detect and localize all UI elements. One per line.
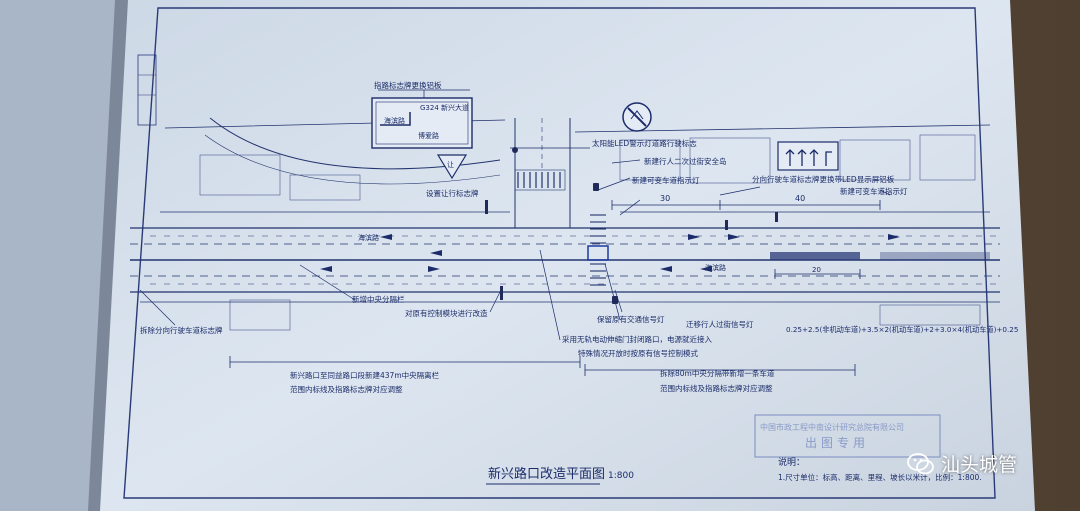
sign-line-3: 博爱路 xyxy=(418,131,439,140)
note-marking-adjust-2: 范围内标线及指路标志牌对应调整 xyxy=(660,383,773,393)
road-name-bottom: 海滨路 xyxy=(705,263,726,272)
drawing-scale: 1:800 xyxy=(608,471,634,481)
road-name-top: 海滨路 xyxy=(358,233,379,242)
note-lane-sign-led: 分向行驶车道标志牌更换带LED显示屏铝板 xyxy=(752,174,895,184)
note-keep-signal: 保留原有交通信号灯 xyxy=(597,314,665,324)
dimension-lines xyxy=(229,200,881,376)
note-solar-led: 太阳能LED警示灯道路行驶标志 xyxy=(592,138,697,148)
note-variable-lane-light-1: 新建可变车道指示灯 xyxy=(632,175,700,185)
note-ped-island: 新建行人二次过街安全岛 xyxy=(644,156,727,166)
note-yield-sign: 设置让行标志牌 xyxy=(426,188,479,198)
lane-sign-board xyxy=(777,141,839,171)
crosswalk-main xyxy=(590,214,606,286)
drawing-sheet xyxy=(100,0,1035,511)
buildings-top xyxy=(199,134,976,201)
buildings-bottom xyxy=(229,299,981,331)
note-trackless-gate: 采用无轨电动伸缩门封闭路口，电源就近接入 xyxy=(562,334,712,344)
left-title-strip xyxy=(137,54,157,126)
wechat-icon xyxy=(907,452,934,474)
note-remove-lane-sign: 拆除分向行驶车道标志牌 xyxy=(140,325,223,335)
sheet-frame xyxy=(123,7,996,499)
main-road xyxy=(130,211,1000,303)
watermark: 汕头城管 xyxy=(907,450,1017,477)
drawing-title: 新兴路口改造平面图 xyxy=(488,466,605,482)
yield-sign-text: 让 xyxy=(447,160,454,169)
notes-heading: 说明： xyxy=(778,456,805,468)
note-control-module: 对原有控制模块进行改造 xyxy=(405,308,488,318)
stamp-text: 出图专用 xyxy=(805,435,869,450)
approval-stamp xyxy=(754,414,941,458)
note-variable-lane-light-2: 新建可变车道指示灯 xyxy=(840,186,908,196)
guide-sign-board xyxy=(371,97,473,149)
cross-section-text: 0.25+2.5(非机动车道)+3.5×2(机动车道)+2+3.0×4(机动车道… xyxy=(786,325,1018,334)
signal-poles xyxy=(485,147,778,304)
note-437m-fence: 新兴路口至同益路口段新建437m中央隔离栏 xyxy=(290,370,440,380)
dim-20: 20 xyxy=(812,266,821,274)
cross-street xyxy=(514,118,571,228)
lane-arrows-icon xyxy=(785,149,832,166)
note-marking-adjust-1: 范围内标线及指路标志牌对应调整 xyxy=(290,384,403,394)
sign-line-1: G324 新兴大道 xyxy=(420,103,469,112)
pedestrian-island xyxy=(587,245,609,261)
note-move-ped-signal: 迁移行人过街信号灯 xyxy=(686,319,754,329)
notes-line-1: 1.尺寸单位：标高、距离、里程、坡长以米计，比例：1:800. xyxy=(778,472,982,482)
note-guide-sign: 指路标志牌更换铝板 xyxy=(374,80,442,90)
stamp-org: 中国市政工程中南设计研究总院有限公司 xyxy=(760,422,904,432)
yield-sign-icon xyxy=(436,154,468,180)
note-median-fence: 新增中央分隔栏 xyxy=(352,294,405,304)
leader-lines xyxy=(139,89,891,341)
dim-40: 40 xyxy=(795,194,805,203)
median-hatch xyxy=(770,252,860,260)
crosswalk-top xyxy=(517,172,561,188)
median-hatch-right xyxy=(880,252,990,260)
watermark-text: 汕头城管 xyxy=(941,454,1018,476)
note-remove-median: 拆除80m中央分隔带新增一条车道 xyxy=(660,368,775,378)
note-special-signal: 特殊情况开放时按原有信号控制模式 xyxy=(578,348,698,358)
dim-30: 30 xyxy=(660,194,670,203)
road-arrows xyxy=(320,234,900,272)
sign-line-2: 海滨路 xyxy=(384,116,405,125)
